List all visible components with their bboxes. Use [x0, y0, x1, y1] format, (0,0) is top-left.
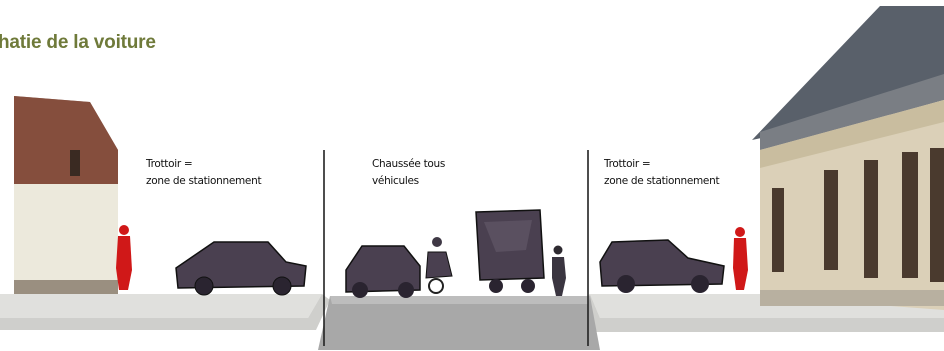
truck: [476, 210, 544, 293]
zone-label-line: Trottoir =: [604, 156, 719, 173]
road-car: [346, 246, 420, 298]
diagram-title: hatie de la voiture: [0, 32, 156, 54]
zone-label-line: zone de stationnement: [604, 173, 719, 190]
zone-label-line: Trottoir =: [146, 156, 261, 173]
zone-label-line: véhicules: [372, 173, 445, 190]
left-sidewalk: [0, 294, 322, 318]
left-house: [14, 96, 118, 294]
pedestrian-red-right: [733, 227, 748, 290]
zone-label-left-sidewalk: Trottoir = zone de stationnement: [146, 156, 261, 190]
roadway: [318, 296, 600, 350]
pedestrian-red-left: [116, 225, 132, 290]
right-house: [752, 6, 944, 310]
zone-label-roadway: Chaussée tous véhicules: [372, 156, 445, 190]
cyclist: [426, 237, 452, 293]
zone-label-line: zone de stationnement: [146, 173, 261, 190]
pedestrian-dark: [552, 246, 566, 297]
parked-car-right: [600, 240, 724, 293]
zone-label-line: Chaussée tous: [372, 156, 445, 173]
parked-car-left: [176, 242, 306, 295]
roadway-shade: [330, 296, 590, 304]
zone-label-right-sidewalk: Trottoir = zone de stationnement: [604, 156, 719, 190]
